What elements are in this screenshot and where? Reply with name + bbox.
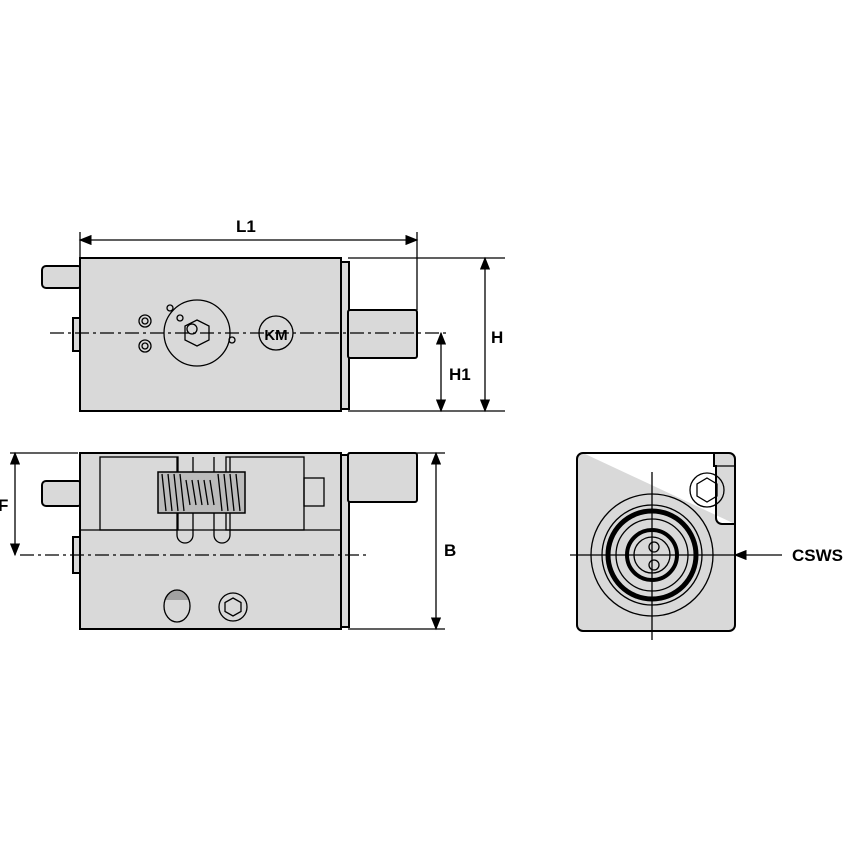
top-view: KM bbox=[41, 257, 450, 412]
km-logo-text: KM bbox=[264, 327, 287, 344]
left-pin bbox=[41, 480, 83, 507]
shank bbox=[347, 309, 418, 359]
dim-label-l1: L1 bbox=[236, 217, 256, 236]
dim-label-csws: CSWS bbox=[792, 546, 843, 565]
dimension-lines bbox=[9, 232, 505, 631]
hex-socket-icon bbox=[224, 597, 242, 617]
dim-label-h: H bbox=[491, 328, 504, 347]
clamp-bolt bbox=[689, 472, 725, 508]
dim-label-f: F bbox=[0, 496, 9, 515]
ball-plunger bbox=[163, 589, 191, 623]
body bbox=[79, 257, 342, 412]
set-screw bbox=[218, 592, 248, 622]
side-view bbox=[20, 452, 418, 630]
left-pin bbox=[41, 265, 83, 289]
hex-socket-icon bbox=[184, 319, 210, 347]
shank bbox=[347, 452, 418, 503]
dim-label-h1: H1 bbox=[449, 365, 471, 384]
dim-label-b: B bbox=[444, 541, 457, 560]
hex-socket-icon bbox=[696, 477, 718, 503]
end-view bbox=[570, 452, 782, 640]
